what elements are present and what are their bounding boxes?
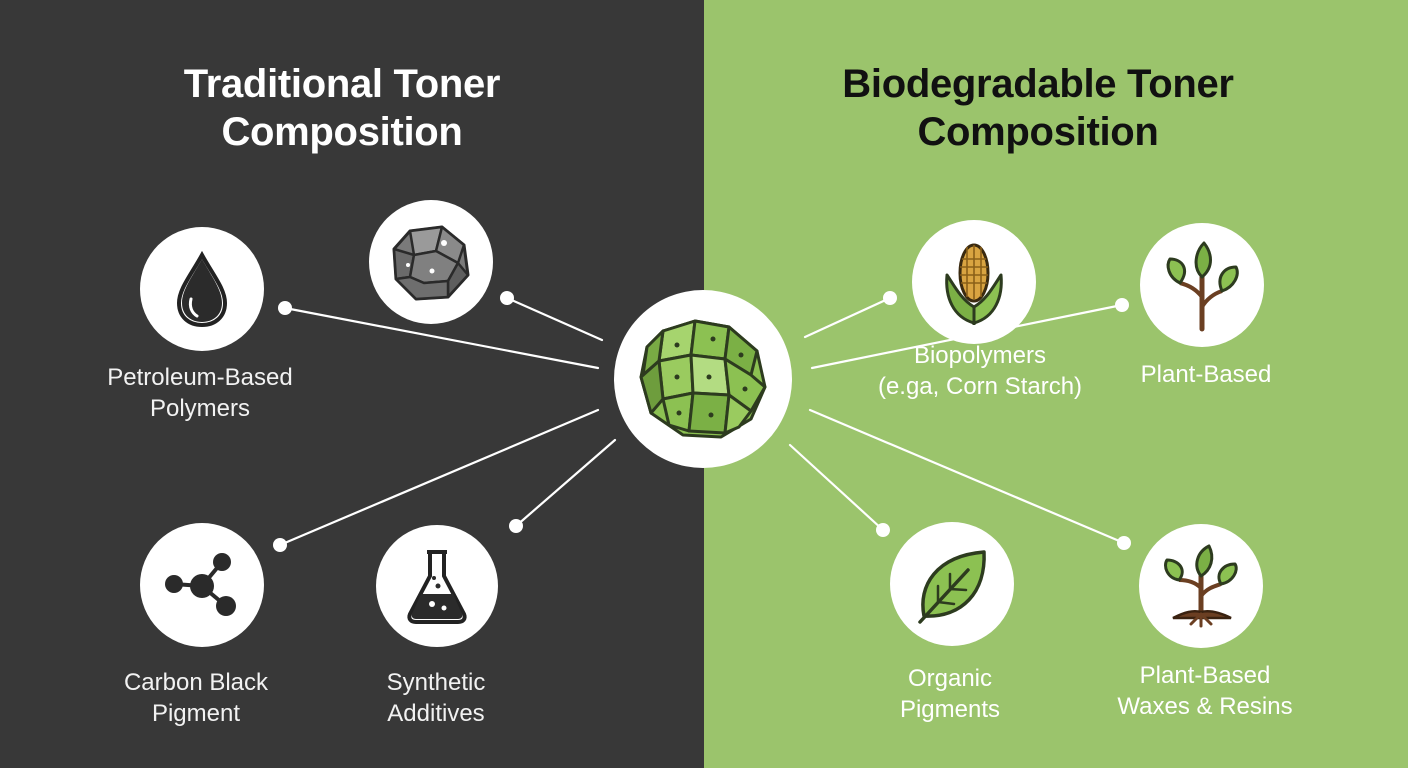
biopolymers-label: Biopolymers (e.ga, Corn Starch) [877, 342, 1083, 400]
flask-icon [407, 550, 467, 624]
biodegradable-panel [704, 0, 1408, 768]
molecule-icon [165, 553, 236, 616]
waxes-resins-label: Plant-Based Waxes & Resins [1117, 662, 1293, 720]
sprout-icon [1164, 544, 1238, 628]
plant-based-label: Plant-Based [1140, 361, 1272, 388]
organic-pigments-node [890, 522, 1014, 646]
plant-icon [1166, 241, 1239, 332]
traditional-title: Traditional Toner Composition [183, 62, 501, 154]
carbon-black-node [140, 523, 264, 647]
petroleum-polymers-label: Petroleum-Based Polymers [107, 364, 293, 422]
synthetic-additives-node [376, 525, 498, 647]
organic-pigments-label: Organic Pigments [899, 665, 1001, 723]
mineral-node [369, 200, 493, 324]
biodegradable-title: Biodegradable Toner Composition [842, 62, 1234, 154]
biopolymers-node [912, 220, 1036, 344]
carbon-black-label: Carbon Black Pigment [123, 669, 269, 727]
plant-based-node [1140, 223, 1264, 347]
petroleum-polymers-node [140, 227, 264, 351]
leaf-icon [918, 550, 986, 624]
green-toner-particle-icon [639, 319, 767, 439]
synthetic-additives-label: Synthetic Additives [386, 669, 486, 727]
center-toner-node [614, 290, 792, 468]
rock-mineral-icon [392, 225, 470, 301]
traditional-panel [0, 0, 704, 768]
waxes-resins-node [1139, 524, 1263, 648]
oil-drop-icon [176, 250, 228, 328]
corn-icon [945, 243, 1003, 325]
